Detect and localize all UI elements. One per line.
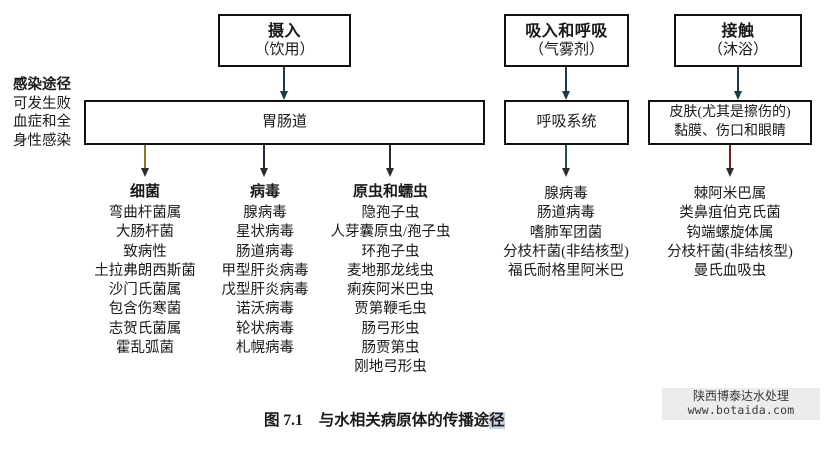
figure-caption-text: 与水相关病原体的传播途 xyxy=(318,412,490,429)
list-item: 曼氏血吸虫 xyxy=(693,263,767,280)
side-label-line-1: 可发生败 xyxy=(13,95,71,112)
list-item: 人芽囊原虫/孢子虫 xyxy=(330,224,451,241)
list-item: 弯曲杆菌属 xyxy=(108,204,182,221)
list-item: 腺病毒 xyxy=(243,204,287,221)
column-head-bacteria: 细菌 xyxy=(129,184,160,200)
list-item: 志贺氏菌属 xyxy=(108,320,182,337)
list-item: 腺病毒 xyxy=(544,186,588,202)
organ-box-skin: 皮肤(尤其是擦伤的) 黏膜、伤口和眼睛 xyxy=(648,100,812,145)
list-item: 霍乱弧菌 xyxy=(116,339,174,356)
entry-title-contact: 接触 xyxy=(721,22,755,40)
list-item: 星状病毒 xyxy=(236,224,294,241)
watermark-company: 陕西博泰达水处理 xyxy=(692,389,789,403)
figure-caption: 图 7.1 与水相关病原体的传播途径 xyxy=(264,408,505,430)
list-item: 札幌病毒 xyxy=(236,339,294,356)
list-item: 戊型肝炎病毒 xyxy=(221,282,309,299)
entry-sub-ingestion: （饮用） xyxy=(254,42,315,59)
list-item: 沙门氏菌属 xyxy=(108,282,182,299)
organ-label-gastrointestinal: 胃肠道 xyxy=(261,114,307,131)
list-item: 贾第鞭毛虫 xyxy=(354,301,427,318)
list-item: 肠贾第虫 xyxy=(361,339,420,356)
pathogen-column-viruses: 病毒 腺病毒 星状病毒 肠道病毒 甲型肝炎病毒 戊型肝炎病毒 诺沃病毒 轮状病毒… xyxy=(208,183,322,358)
list-item: 麦地那龙线虫 xyxy=(347,262,434,279)
list-item: 钩端螺旋体属 xyxy=(686,224,774,241)
list-item: 诺沃病毒 xyxy=(236,301,294,318)
infection-route-side-label: 感染途径 可发生败 血症和全 身性感染 xyxy=(2,76,82,150)
side-label-line-3: 身性感染 xyxy=(13,132,71,149)
list-item: 嗜肺军团菌 xyxy=(529,224,603,241)
organ-box-gastrointestinal: 胃肠道 xyxy=(84,100,485,145)
list-item: 痢疾阿米巴虫 xyxy=(347,282,434,299)
list-item: 甲型肝炎病毒 xyxy=(221,262,309,279)
pathogen-column-contact: 棘阿米巴属 类鼻疽伯克氏菌 钩端螺旋体属 分枝杆菌(非结核型) 曼氏血吸虫 xyxy=(648,185,812,281)
pathogen-column-bacteria: 细菌 弯曲杆菌属 大肠杆菌 致病性 土拉弗朗西斯菌 沙门氏菌属 包含伤寒菌 志贺… xyxy=(78,183,212,358)
entry-box-ingestion: 摄入 （饮用） xyxy=(218,14,351,67)
entry-box-contact: 接触 （沐浴） xyxy=(674,14,802,67)
watermark: 陕西博泰达水处理 www.botaida.com xyxy=(662,388,820,421)
organ-label-skin-line-1: 皮肤(尤其是擦伤的) xyxy=(669,105,791,121)
organ-label-respiratory-system: 呼吸系统 xyxy=(536,114,597,131)
list-item: 福氏耐格里阿米巴 xyxy=(508,263,624,280)
side-label-header: 感染途径 xyxy=(13,77,71,93)
organ-label-skin-line-2: 黏膜、伤口和眼睛 xyxy=(674,123,786,139)
list-item: 致病性 xyxy=(123,243,167,260)
side-label-line-2: 血症和全 xyxy=(13,114,71,131)
entry-title-inhalation: 吸入和呼吸 xyxy=(525,22,608,40)
pathogen-column-respiratory: 腺病毒 肠道病毒 嗜肺军团菌 分枝杆菌(非结核型) 福氏耐格里阿米巴 xyxy=(486,185,646,281)
organ-box-respiratory-system: 呼吸系统 xyxy=(504,100,629,145)
entry-sub-inhalation: （气雾剂） xyxy=(528,42,604,59)
entry-sub-contact: （沐浴） xyxy=(707,42,768,59)
watermark-url: www.botaida.com xyxy=(687,402,795,417)
list-item: 类鼻疽伯克氏菌 xyxy=(679,205,781,222)
list-item: 肠道病毒 xyxy=(236,243,294,260)
list-item: 土拉弗朗西斯菌 xyxy=(94,262,196,279)
list-item: 隐孢子虫 xyxy=(361,204,420,221)
list-item: 分枝杆菌(非结核型) xyxy=(667,243,793,260)
column-head-protozoa-helminths: 原虫和蠕虫 xyxy=(352,184,428,200)
list-item: 刚地弓形虫 xyxy=(354,359,427,376)
list-item: 环孢子虫 xyxy=(361,243,420,260)
list-item: 肠弓形虫 xyxy=(361,320,420,337)
entry-title-ingestion: 摄入 xyxy=(267,22,301,40)
pathogen-column-protozoa-helminths: 原虫和蠕虫 隐孢子虫 人芽囊原虫/孢子虫 环孢子虫 麦地那龙线虫 痢疾阿米巴虫 … xyxy=(313,183,468,377)
figure-number: 图 7.1 xyxy=(264,412,303,429)
list-item: 轮状病毒 xyxy=(236,320,294,337)
list-item: 大肠杆菌 xyxy=(116,224,174,241)
list-item: 包含伤寒菌 xyxy=(108,301,182,318)
list-item: 棘阿米巴属 xyxy=(693,186,767,202)
list-item: 肠道病毒 xyxy=(537,205,595,222)
column-head-viruses: 病毒 xyxy=(249,184,280,200)
figure-caption-selected-text: 径 xyxy=(489,412,505,429)
list-item: 分枝杆菌(非结核型) xyxy=(503,243,629,260)
entry-box-inhalation: 吸入和呼吸 （气雾剂） xyxy=(504,14,629,67)
